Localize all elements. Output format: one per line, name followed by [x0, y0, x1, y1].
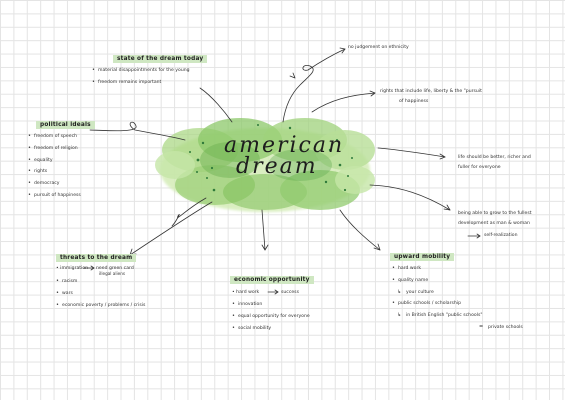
list-item: social mobility — [232, 325, 310, 338]
list-item: freedom of speech — [28, 133, 81, 146]
arrow-rights — [311, 92, 376, 113]
list-item: innovation — [232, 301, 310, 314]
list-item: freedom of religion — [28, 145, 81, 158]
list-item: wars — [56, 290, 145, 303]
list-item: racism — [56, 278, 145, 291]
list-item: public schools / scholarship — [392, 300, 523, 313]
arrow-economic — [261, 209, 266, 251]
threats-immigration-row: • immigration — [56, 266, 89, 271]
list-equivalent: private schools — [392, 324, 523, 337]
note-life-line2: fuller for everyone — [458, 165, 501, 170]
list-subitem: your culture — [392, 289, 523, 302]
list-item: rights — [28, 168, 81, 181]
loop-threats — [171, 197, 207, 227]
threats-list: racism wars economic poverty / problems … — [56, 278, 145, 315]
political-list: freedom of speech freedom of religion eq… — [28, 133, 81, 205]
green-card-note: need green card — [96, 266, 134, 271]
state-heading: state of the dream today — [113, 55, 208, 63]
economic-hard-work-row: • hard work — [232, 290, 260, 295]
state-list: material disappointments for the young f… — [92, 67, 190, 92]
arrowhead-life — [439, 153, 446, 160]
arrow-upward — [339, 209, 381, 251]
note-rights-line2: of happiness — [399, 99, 429, 104]
economic-heading: economic opportunity — [230, 276, 314, 284]
threats-heading: threats to the dream — [56, 254, 137, 262]
list-item: economic poverty / problems / crisis — [56, 302, 145, 315]
arrowhead-grow — [443, 204, 451, 211]
political-heading: political ideals — [36, 121, 95, 129]
central-blob — [155, 118, 375, 212]
upward-list: hard work quality name your culture publ… — [392, 265, 523, 337]
arrowhead-immigration — [90, 265, 95, 271]
upward-heading: upward mobility — [390, 253, 455, 261]
economic-list: innovation equal opportunity for everyon… — [232, 301, 310, 338]
arrowhead-grow-sub — [476, 233, 481, 239]
arrow-political — [89, 121, 186, 141]
list-item: equal opportunity for everyone — [232, 313, 310, 326]
note-judgement: no judgement on ethnicity — [348, 45, 409, 50]
arrow-life — [377, 147, 446, 158]
arrowhead-economic — [261, 244, 269, 251]
note-rights-line1: rights that include life, liberty & the … — [380, 89, 482, 94]
immigration-label: immigration — [60, 266, 89, 271]
list-item: democracy — [28, 180, 81, 193]
arrow-threats — [129, 201, 213, 256]
note-grow-line1: being able to grow to the fullest — [458, 211, 532, 216]
note-grow-line3: self-realization — [484, 233, 518, 238]
note-grow-line2: development as man & woman — [458, 221, 530, 226]
arrow-judgement — [282, 48, 346, 123]
list-item: equality — [28, 157, 81, 170]
list-item: material disappointments for the young — [92, 67, 190, 80]
arrow-grow — [369, 184, 451, 211]
list-subitem: in British English "public schools" — [392, 312, 523, 325]
hard-work-label: hard work — [236, 290, 260, 295]
list-item: freedom remains important — [92, 79, 190, 92]
illegal-aliens-note: illegal aliens — [99, 271, 126, 276]
list-item: quality name — [392, 277, 523, 290]
arrowhead-judgement-left — [289, 72, 296, 79]
note-life-line1: life should be better, richer and — [458, 155, 531, 160]
list-item: hard work — [392, 265, 523, 278]
arrowhead-upward — [373, 243, 381, 251]
success-label: success — [281, 290, 299, 295]
arrow-state — [199, 87, 233, 123]
arrowhead-judgement — [339, 47, 346, 54]
list-item: pursuit of happiness — [28, 192, 81, 205]
central-title-line2: dream — [236, 154, 318, 179]
arrowhead-rights — [369, 90, 376, 97]
arrowhead-hard-work — [274, 289, 279, 295]
central-title-line1: american — [224, 133, 345, 158]
